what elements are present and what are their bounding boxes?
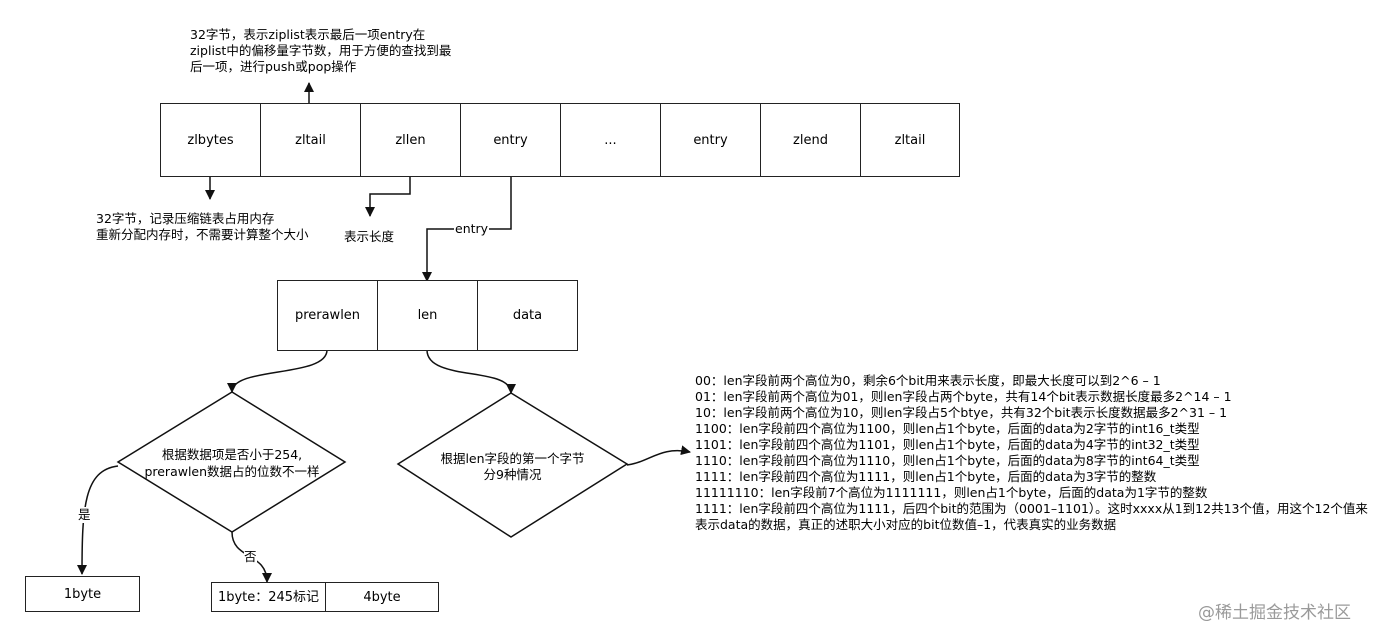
len-case-1111-range: 1111：len字段前四个高位为1111，后四个bit的范围为（0001–110… [695,501,1368,516]
ziplist-cell-zltail-end: zltail [860,103,960,177]
len-case-1111: 1111：len字段前四个高位为1111，则len占1个byte，后面的data… [695,469,1157,484]
cases-curve [626,445,691,466]
zltail-note: 32字节，表示ziplist表示最后一项entry在ziplist中的偏移量字节… [190,27,452,74]
len-decision-line2: 分9种情况 [483,467,542,482]
yes-curve [77,465,119,575]
no-label: 否 [244,549,257,565]
len-curve [426,349,516,394]
zllen-note: 表示长度 [344,229,395,244]
watermark: @稀土掘金技术社区 [1198,603,1351,623]
zllen-arrow [365,176,411,217]
len-decision-diamond [396,392,629,538]
len-case-1101: 1101：len字段前四个高位为1101，则len占1个byte，后面的data… [695,437,1200,452]
ziplist-cell-ellipsis: ... [560,103,661,177]
no-result-box-size: 4byte [325,582,439,612]
len-case-1110: 1110：len字段前四个高位为1110，则len占1个byte，后面的data… [695,453,1200,468]
entry-cell-data: data [477,280,578,351]
no-result-box-marker: 1byte：245标记 [211,582,326,612]
len-case-1111-range-cont: 表示data的数据，真正的述职大小对应的bit位数值–1，代表真实的业务数据 [695,517,1117,532]
len-case-01: 01：len字段前两个高位为01，则len字段占两个byte，共有14个bit表… [695,389,1232,404]
zlbytes-note-line1: 32字节，记录压缩链表占用内存 [96,211,275,226]
ziplist-cell-zlend: zlend [760,103,861,177]
len-case-11111110: 11111110：len字段前7个高位为1111111，则len占1个byte，… [695,485,1208,500]
ziplist-cell-zltail: zltail [260,103,361,177]
len-case-1100: 1100：len字段前四个高位为1100，则len占1个byte，后面的data… [695,421,1200,436]
zlbytes-note-line2: 重新分配内存时，不需要计算整个大小 [96,227,309,242]
ziplist-cell-zlbytes: zlbytes [160,103,261,177]
entry-cell-prerawlen: prerawlen [277,280,378,351]
prerawlen-decision-diamond [116,391,347,533]
entry-cell-len: len [377,280,478,351]
len-decision-line1: 根据len字段的第一个字节 [440,451,585,466]
prerawlen-decision-line2: prerawlen数据占的位数不一样 [144,464,320,479]
entry-arrow-label: entry [454,221,490,237]
yes-label: 是 [78,507,91,523]
prerawlen-curve [227,349,328,393]
ziplist-cell-entry: entry [460,103,561,177]
len-case-00: 00：len字段前两个高位为0，剩余6个bit用来表示长度，即最大长度可以到2^… [695,373,1161,388]
len-case-10: 10：len字段前两个高位为10，则len字段占5个btye，共有32个bit表… [695,405,1228,420]
yes-result-box: 1byte [25,576,140,612]
ziplist-cell-zllen: zllen [360,103,461,177]
ziplist-cell-entry-last: entry [660,103,761,177]
prerawlen-decision-line1: 根据数据项是否小于254, [161,447,303,462]
